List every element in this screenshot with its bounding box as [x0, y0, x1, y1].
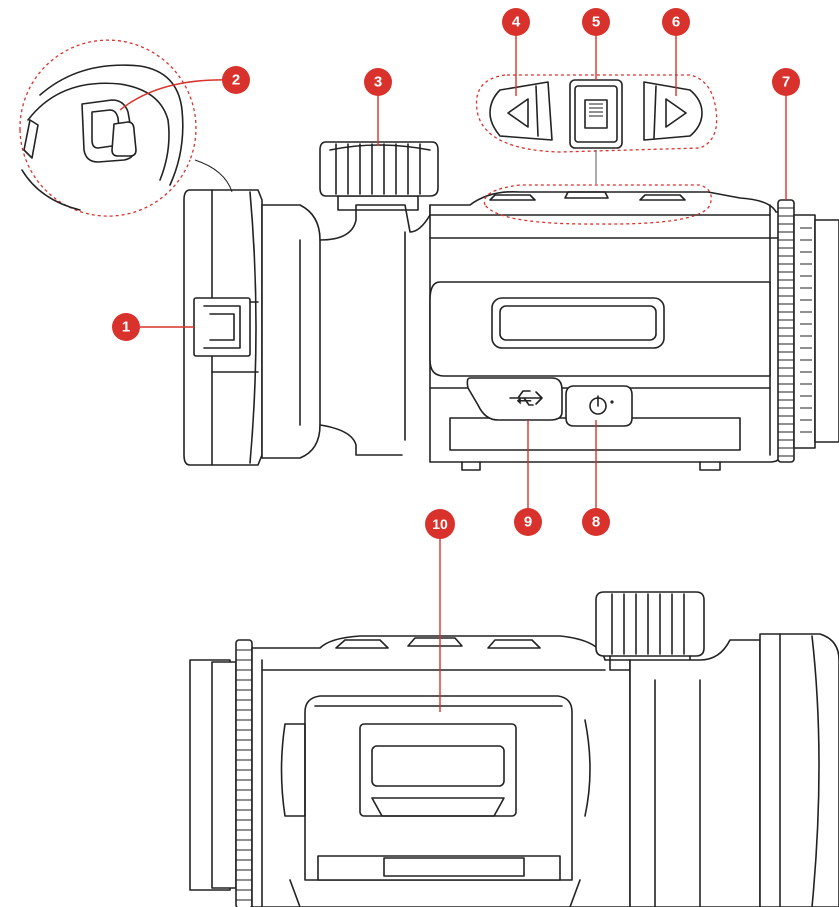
svg-text:4: 4	[512, 14, 521, 31]
usb-port-cover[interactable]: ⭠	[466, 377, 563, 421]
callout-1: 1	[112, 313, 140, 341]
right-button[interactable]	[643, 81, 703, 141]
top-button-strip	[489, 191, 686, 201]
battery-base	[449, 417, 741, 451]
power-button[interactable]	[565, 385, 633, 427]
callout-3: 3	[364, 68, 392, 96]
lens-barrel	[793, 214, 816, 449]
lens-front	[814, 219, 839, 443]
eyepiece-latch[interactable]	[193, 297, 251, 357]
callout-6: 6	[662, 8, 690, 36]
svg-text:10: 10	[432, 516, 448, 532]
callout-8: 8	[582, 508, 610, 536]
right-arrow-icon	[665, 98, 687, 128]
eyepiece-detail-zoom	[19, 39, 233, 217]
eyepiece-neck	[261, 204, 321, 459]
left-button[interactable]	[489, 81, 553, 141]
eyepiece-bottom	[759, 633, 839, 907]
callout-9: 9	[514, 508, 542, 536]
svg-text:3: 3	[374, 74, 382, 91]
focus-ring[interactable]	[777, 199, 795, 463]
battery-cover[interactable]	[304, 695, 573, 881]
diopter-knob-bottom[interactable]	[595, 591, 705, 671]
svg-text:8: 8	[592, 514, 600, 531]
menu-icon	[584, 99, 608, 129]
svg-text:1: 1	[122, 319, 130, 336]
device-side-view: ⭠	[183, 141, 839, 471]
callout-10: 10	[425, 509, 455, 539]
callout-4: 4	[502, 8, 530, 36]
diopter-knob[interactable]	[319, 141, 439, 211]
menu-button[interactable]	[569, 79, 623, 149]
callout-2: 2	[222, 66, 250, 94]
svg-text:9: 9	[524, 514, 532, 531]
svg-text:6: 6	[672, 14, 680, 31]
leader-lines	[119, 32, 787, 712]
button-detail-zoom	[476, 74, 718, 225]
svg-text:5: 5	[592, 14, 600, 31]
svg-text:7: 7	[782, 74, 790, 91]
device-top-view	[189, 591, 839, 907]
callout-5: 5	[582, 8, 610, 36]
callout-7: 7	[772, 68, 800, 96]
left-arrow-icon	[507, 98, 529, 128]
svg-text:2: 2	[232, 72, 240, 89]
side-rail	[491, 297, 665, 349]
eyepiece-neck-bottom	[629, 639, 761, 907]
